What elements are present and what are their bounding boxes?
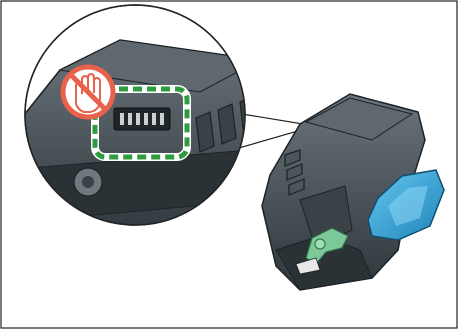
chip-contacts: [114, 108, 170, 130]
green-lever-knob: [315, 239, 325, 249]
zoomed-gear: [74, 168, 102, 196]
no-touch-icon: [63, 67, 113, 117]
